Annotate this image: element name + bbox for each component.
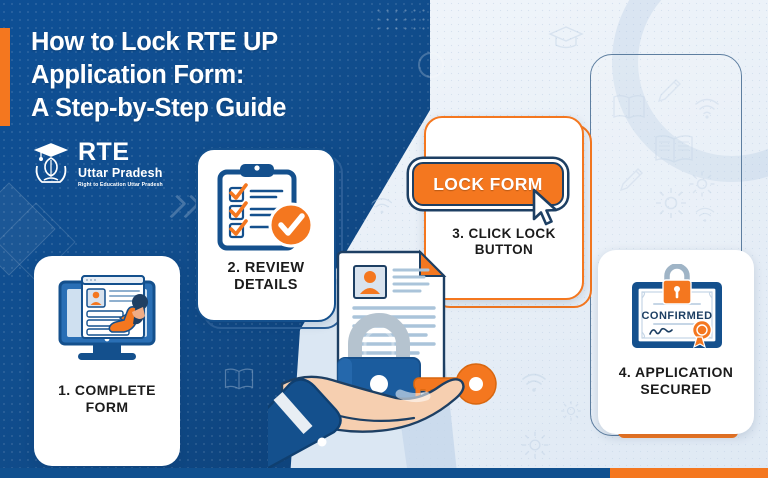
step-2-label-line-1: 2. REVIEW: [227, 260, 305, 276]
open-book-icon: [224, 366, 254, 392]
header-dot-grid: [374, 6, 430, 34]
step-3-label: 3. CLICK LOCK BUTTON: [452, 226, 555, 258]
step-card-1-complete-form[interactable]: 1. COMPLETE FORM: [34, 256, 180, 466]
lock-form-button-label: LOCK FORM: [433, 173, 543, 194]
wifi-icon: [520, 372, 548, 394]
hand-holding-padlock-with-key-illustration: [205, 244, 568, 478]
mouse-pointer-arrow-icon: [530, 188, 564, 233]
graduation-cap-book-hands-logo-icon: [30, 140, 72, 188]
certificate-lock-seal-icon: CONFIRMED: [614, 264, 738, 356]
page-title: How to Lock RTE UP Application Form: A S…: [31, 26, 391, 125]
bottom-bar-blue: [0, 468, 768, 478]
step-4-label: 4. APPLICATION SECURED: [619, 364, 734, 397]
title-line-1: How to Lock RTE UP: [31, 28, 278, 56]
orange-accent-tab: [0, 28, 10, 126]
step-1-label-line-2: FORM: [85, 398, 129, 415]
wifi-icon: [370, 196, 394, 216]
bottom-bar-orange: [610, 468, 768, 478]
logo-text-group: RTE Uttar Pradesh Right to Education Utt…: [78, 140, 163, 188]
book-icon: [612, 92, 646, 122]
logo-primary-text: RTE: [78, 138, 130, 167]
step-2-label-line-2: DETAILS: [234, 277, 298, 294]
wifi-icon: [693, 97, 721, 119]
open-book-icon: [654, 133, 694, 165]
step-1-label-line-1: 1. COMPLETE: [58, 382, 156, 398]
pencil-icon: [656, 77, 682, 105]
logo-secondary-text: Uttar Pradesh: [78, 166, 163, 181]
step-1-label: 1. COMPLETE FORM: [58, 382, 156, 415]
gear-icon: [560, 400, 582, 422]
lock-form-button-group[interactable]: LOCK FORM: [412, 162, 564, 226]
svg-text:CONFIRMED: CONFIRMED: [641, 310, 712, 322]
wifi-icon: [694, 206, 716, 224]
step-4-label-line-1: 4. APPLICATION: [618, 364, 734, 380]
gear-icon: [654, 186, 688, 220]
step-4-label-line-2: SECURED: [640, 380, 712, 397]
gear-icon: [688, 170, 716, 198]
step-card-2-review-details[interactable]: 2. REVIEW DETAILS: [196, 148, 336, 322]
gear-icon: [520, 430, 550, 460]
clipboard-checklist-approved-icon: [212, 162, 320, 254]
step-card-4-application-secured[interactable]: CONFIRMED 4. APPLICATION SECURED: [598, 250, 754, 434]
ring-circle-icon: [418, 52, 444, 78]
logo-tagline: Right to Education Uttar Pradesh: [78, 181, 163, 188]
title-line-3: A Step-by-Step Guide: [31, 94, 287, 123]
step-card-3-click-lock-button[interactable]: 3. CLICK LOCK BUTTON: [424, 116, 584, 300]
rte-up-logo[interactable]: RTE Uttar Pradesh Right to Education Utt…: [30, 140, 163, 188]
graduation-cap-icon: [548, 24, 584, 54]
step-2-label: 2. REVIEW DETAILS: [228, 260, 305, 294]
desktop-monitor-form-user-icon: [48, 270, 166, 374]
title-line-2: Application Form:: [31, 61, 245, 90]
step-3-label-line-1: 3. CLICK LOCK: [452, 226, 556, 241]
step-3-label-line-2: BUTTON: [474, 241, 534, 257]
pencil-icon: [618, 166, 644, 194]
